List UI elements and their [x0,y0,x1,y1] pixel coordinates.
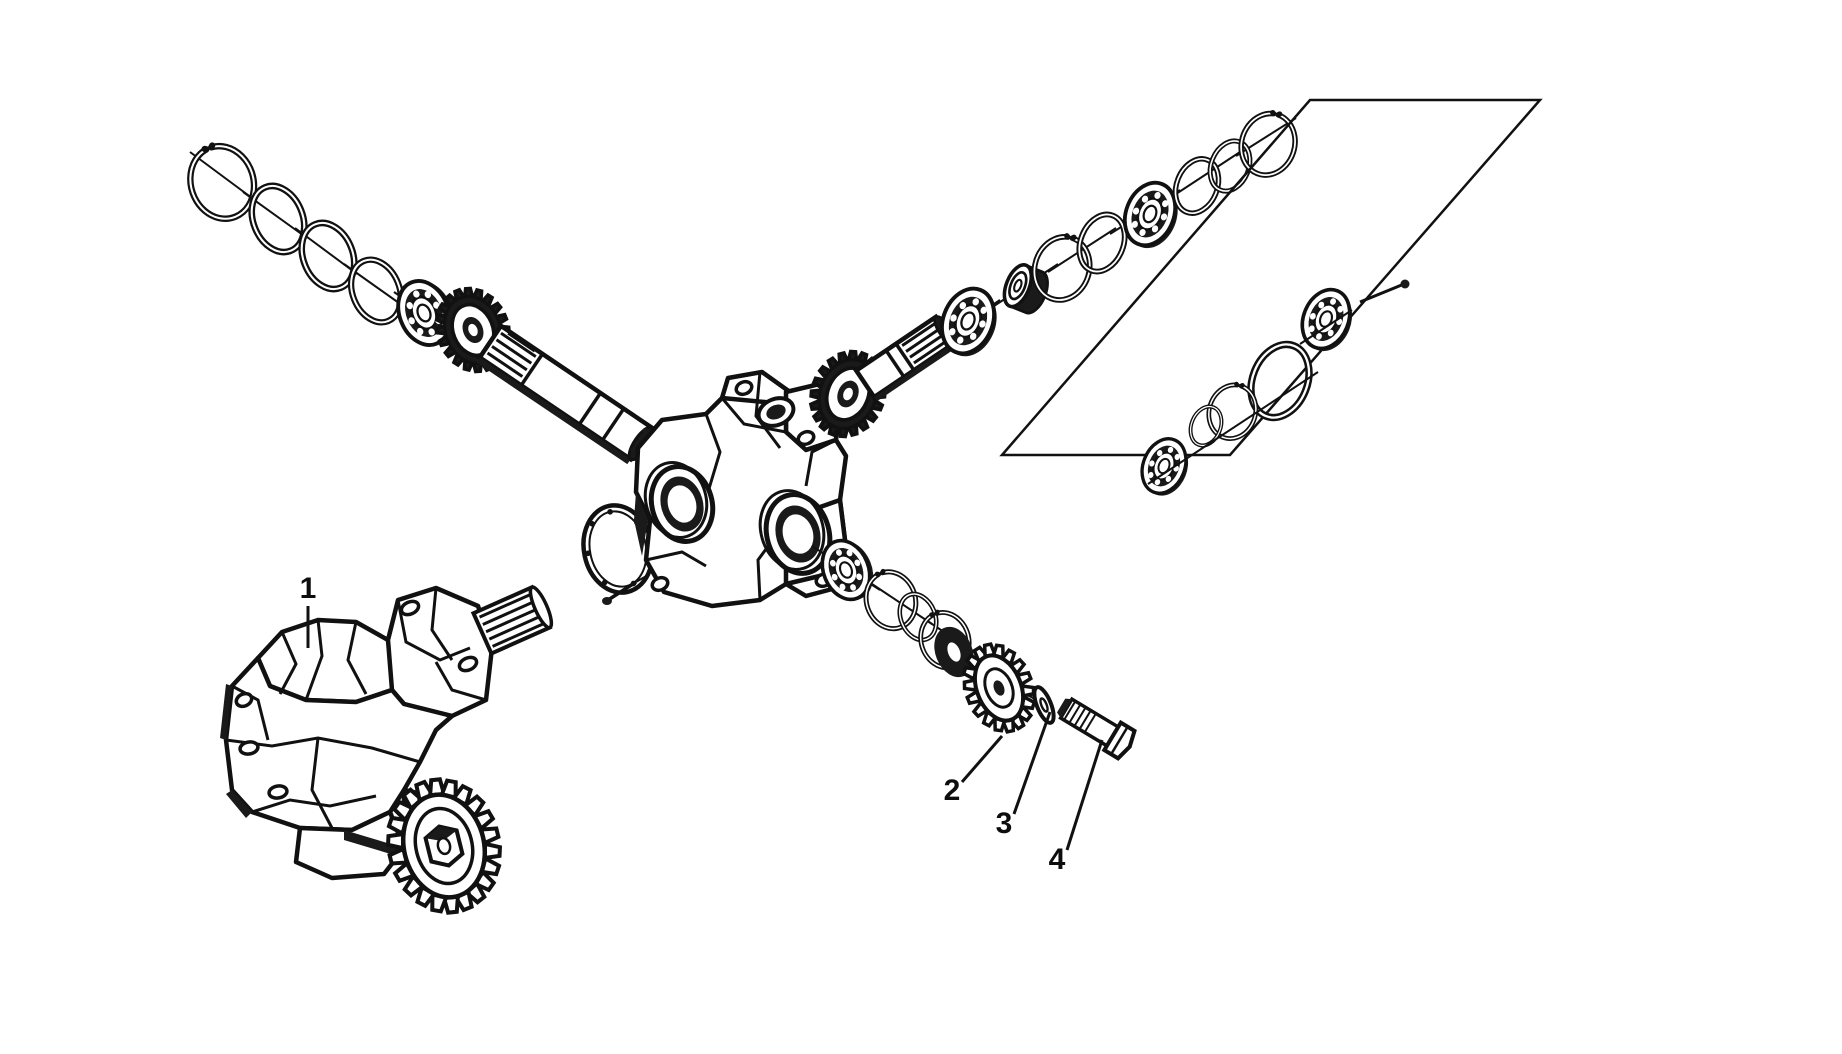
center-housing [581,369,852,609]
callout-4-leader [1065,739,1104,851]
inset-bearing-upper [1291,280,1363,361]
assembled-housing-bolt-holes [234,599,479,800]
assembled-housing-detail [225,587,487,829]
assembled-output-spline [470,584,554,657]
shim-ring-d [893,589,943,646]
callout-3: 3 [996,711,1052,840]
inset-o-ring-large [1241,336,1320,427]
housing-top-bore [756,396,796,428]
assembled-unit [220,584,554,915]
cover-retaining-pin [602,574,649,605]
drive-sprocket [961,642,1037,734]
callout-4-label: 4 [1049,843,1066,876]
inset-dowel-pin [1359,279,1410,304]
housing-left-bore [643,461,716,544]
callout-2-label: 2 [944,774,961,807]
right-input-pinion-stack [796,103,1305,450]
callout-2: 2 [944,735,1004,807]
callout-2-leader [960,735,1004,783]
flat-washer [1028,682,1060,728]
callout-3-label: 3 [996,807,1013,840]
inset-ring-small [1182,399,1230,453]
left-output-shaft-stack [180,133,656,465]
assembled-housing [223,585,495,881]
callout-3-leader [1012,711,1052,815]
bearing-spacer [997,259,1055,319]
inset-frame-parallelogram [999,98,1543,457]
callout-1-label: 1 [300,572,317,605]
snap-ring-b [1233,103,1304,182]
callout-layer: 1 2 3 4 [300,572,1104,876]
lower-output-stack [811,530,1137,761]
hex-head-bolt [1057,696,1137,761]
assembled-sprocket [385,777,503,915]
callout-4: 4 [1049,739,1104,876]
inset-bearing-lower [1132,430,1199,504]
inset-centerline [1147,309,1353,485]
assembled-hub-nut [423,824,465,868]
inset-bearing-kit [999,98,1543,504]
callout-1: 1 [300,572,317,648]
cover-plate-gasket [581,503,655,595]
housing-right-bore [758,489,833,576]
housing-detail-lines [645,371,837,601]
splined-output-shaft [476,322,656,465]
